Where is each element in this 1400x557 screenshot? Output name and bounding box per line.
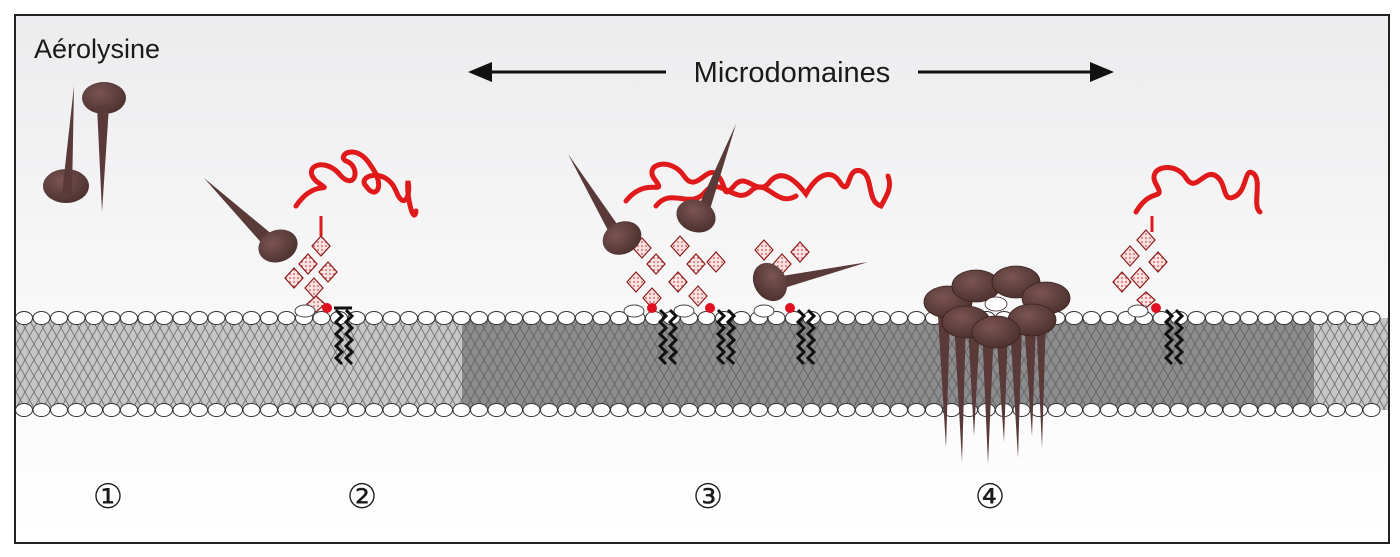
toxin-pore-heptamer: [923, 265, 1071, 464]
microdomain-arrow: Microdomaines: [468, 57, 1114, 89]
step-labels: ① ② ③ ④: [93, 478, 1005, 516]
toxin-label: Aérolysine: [34, 34, 160, 64]
step-1-label: ①: [93, 478, 123, 516]
bound-toxin-2: [204, 178, 298, 263]
step-2-label: ②: [347, 478, 377, 516]
microdomain-label: Microdomaines: [694, 57, 891, 89]
aerolysin-membrane-diagram: Microdomaines Aérolysine: [14, 14, 1390, 544]
free-toxin-monomers: [43, 82, 126, 212]
receptor-cluster-3: [623, 161, 893, 366]
receptor-gpi-anchor-4: [1112, 165, 1263, 366]
step-3-label: ③: [693, 478, 723, 516]
receptor-gpi-anchor-2: [284, 149, 419, 366]
step-4-label: ④: [975, 478, 1005, 516]
pore-opening: [984, 296, 1008, 312]
arrow-left-icon: [468, 62, 492, 82]
background: [16, 16, 1388, 542]
bound-toxins-3: [568, 124, 868, 302]
arrow-right-icon: [1090, 62, 1114, 82]
